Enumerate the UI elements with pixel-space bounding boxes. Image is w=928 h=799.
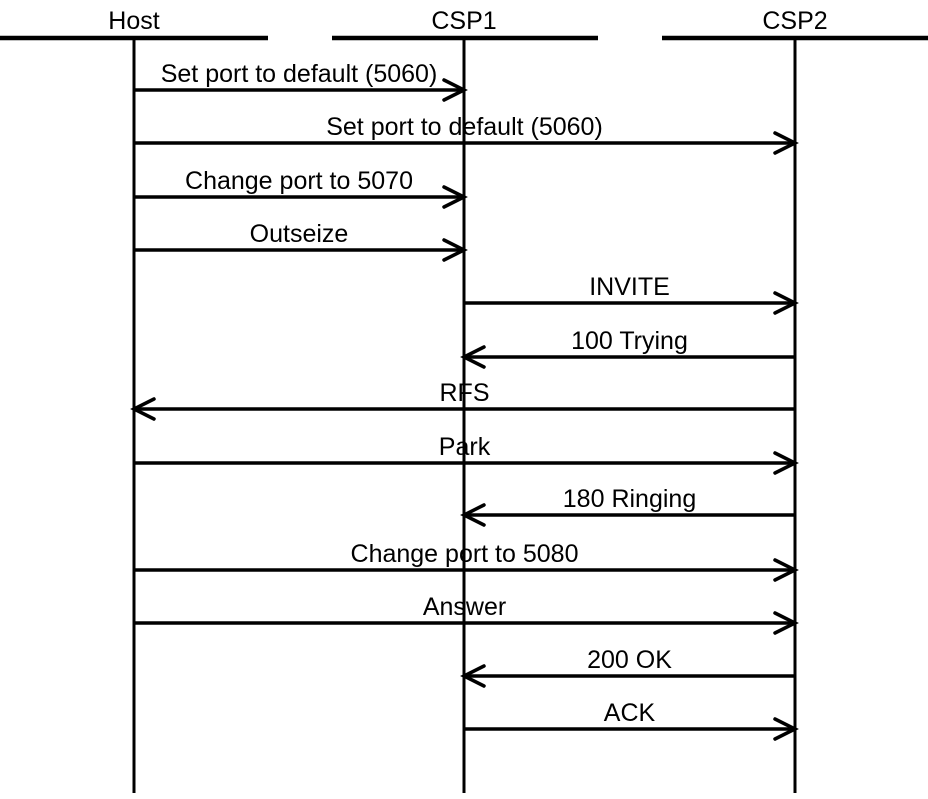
message-label: Set port to default (5060): [326, 113, 603, 141]
arrowhead-icon: [773, 131, 799, 155]
arrowhead-icon: [773, 451, 799, 475]
arrowhead-icon: [460, 503, 486, 527]
message-11: 200 OK: [460, 646, 795, 688]
arrowhead-icon: [773, 717, 799, 741]
message-label: Answer: [423, 593, 506, 621]
message-label: RFS: [440, 379, 490, 407]
message-label: 180 Ringing: [563, 485, 696, 513]
actor-csp1: CSP1: [332, 7, 598, 793]
arrowhead-icon: [773, 558, 799, 582]
arrowhead-icon: [442, 78, 468, 102]
message-label: Outseize: [250, 220, 349, 248]
message-6: RFS: [130, 379, 795, 421]
message-9: Change port to 5080: [134, 540, 799, 582]
actor-label: CSP2: [762, 7, 827, 35]
message-label: 200 OK: [587, 646, 672, 674]
message-label: Change port to 5080: [351, 540, 579, 568]
message-10: Answer: [134, 593, 799, 635]
message-8: 180 Ringing: [460, 485, 795, 527]
arrowhead-icon: [773, 291, 799, 315]
message-7: Park: [134, 433, 799, 475]
message-12: ACK: [464, 699, 799, 741]
arrowhead-icon: [130, 397, 156, 421]
actor-csp2: CSP2: [662, 7, 928, 793]
arrowhead-icon: [442, 238, 468, 262]
message-2: Change port to 5070: [134, 167, 468, 209]
message-0: Set port to default (5060): [134, 60, 468, 102]
message-5: 100 Trying: [460, 327, 795, 369]
actor-host: Host: [0, 7, 268, 793]
actor-label: CSP1: [431, 7, 496, 35]
message-label: ACK: [604, 699, 656, 727]
message-1: Set port to default (5060): [134, 113, 799, 155]
message-label: 100 Trying: [571, 327, 688, 355]
message-label: Park: [439, 433, 491, 461]
message-label: INVITE: [589, 273, 670, 301]
message-4: INVITE: [464, 273, 799, 315]
message-label: Set port to default (5060): [161, 60, 438, 88]
actor-label: Host: [108, 7, 159, 35]
arrowhead-icon: [460, 664, 486, 688]
message-label: Change port to 5070: [185, 167, 413, 195]
arrowhead-icon: [460, 345, 486, 369]
message-3: Outseize: [134, 220, 468, 262]
arrowhead-icon: [773, 611, 799, 635]
arrowhead-icon: [442, 185, 468, 209]
